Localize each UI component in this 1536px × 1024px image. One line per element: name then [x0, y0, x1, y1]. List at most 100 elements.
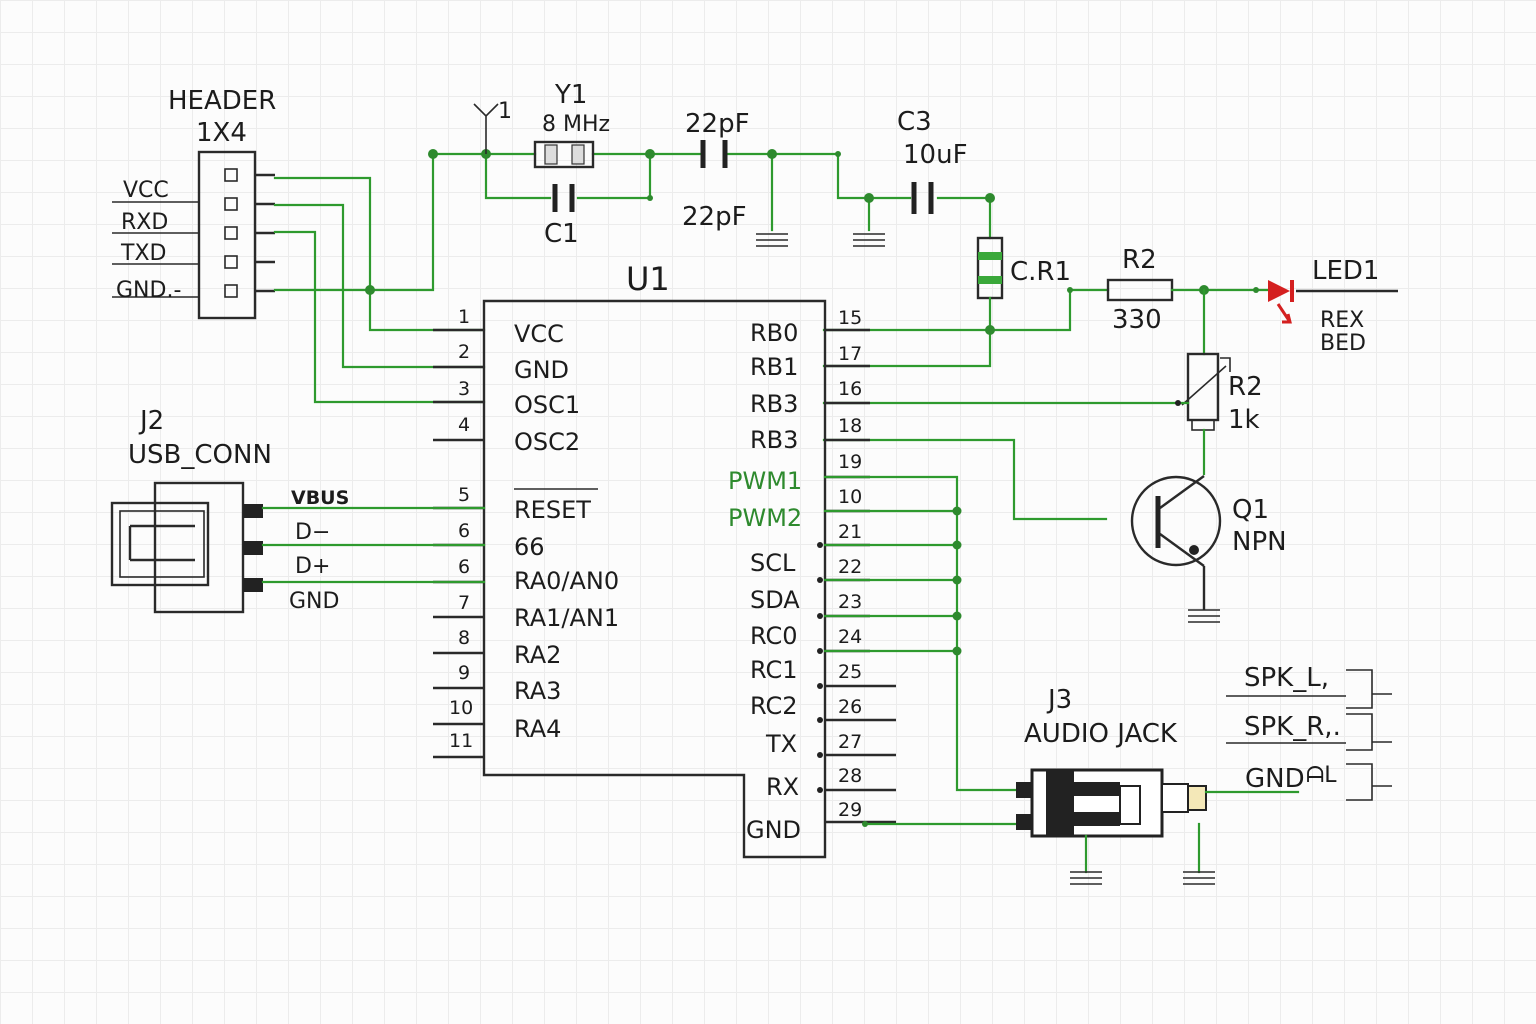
header-wires — [273, 152, 486, 404]
ground-icon — [1183, 871, 1215, 885]
pin-rc1: RC1 — [750, 656, 798, 684]
svg-text:4: 4 — [458, 414, 470, 436]
audio-jack-j3: J3 AUDIO JACK — [1016, 685, 1207, 838]
pin-rx: RX — [766, 773, 799, 801]
svg-text:7: 7 — [458, 592, 470, 614]
header-pin-square — [224, 284, 238, 298]
svg-text:8: 8 — [458, 627, 470, 649]
component-cr1 — [976, 236, 1004, 300]
q1-type: NPN — [1232, 527, 1287, 557]
header-pin-gnd: GND.- — [116, 278, 181, 303]
svg-text:5: 5 — [458, 484, 470, 506]
pin-vcc: VCC — [514, 320, 564, 348]
svg-text:1: 1 — [458, 306, 470, 328]
j2-pin-dplus: D+ — [295, 554, 330, 579]
pin-ra4: RA4 — [514, 715, 561, 743]
svg-text:28: 28 — [838, 765, 862, 787]
pin-osc1: OSC1 — [514, 391, 580, 419]
pin-ra3: RA3 — [514, 677, 561, 705]
led-driver-section: C.R1 R2 330 LED1 REX BED R2 1k — [822, 236, 1398, 623]
r2-ref: R2 — [1122, 245, 1157, 275]
svg-text:25: 25 — [838, 661, 862, 683]
spk-gnd-label: GND — [1245, 764, 1305, 794]
j2-pin-gnd: GND — [289, 589, 339, 614]
pin-reset: RESET — [514, 496, 591, 524]
pin-scl: SCL — [750, 549, 796, 577]
j2-ref: J2 — [138, 406, 164, 436]
svg-text:19: 19 — [838, 451, 862, 473]
header-value: 1X4 — [196, 118, 247, 148]
header-pin-square — [224, 226, 238, 240]
header-pin-square — [224, 168, 238, 182]
usb-connector-j2: J2 USB_CONN VBUS D− D+ GND — [110, 406, 349, 614]
pin-rb3b: RB3 — [750, 426, 798, 454]
led-label-1: REX — [1320, 308, 1364, 333]
svg-text:27: 27 — [838, 731, 862, 753]
pin-ra0: RA0/AN0 — [514, 567, 619, 595]
ground-icon — [853, 233, 885, 247]
oscillator-section: 1 Y1 8 MHz C1 22pF 22pF — [428, 80, 995, 249]
spk-r-label: SPK_R,. — [1244, 712, 1341, 742]
crystal-ref: Y1 — [554, 80, 587, 110]
pin-ra1: RA1/AN1 — [514, 604, 619, 632]
pin-rc0: RC0 — [750, 622, 798, 650]
pin-66: 66 — [514, 533, 545, 561]
header-body — [197, 150, 257, 320]
svg-text:6: 6 — [458, 556, 470, 578]
svg-text:6: 6 — [458, 520, 470, 542]
pin-tx: TX — [765, 730, 797, 758]
header-pin-vcc: VCC — [123, 178, 169, 203]
pin-sda: SDA — [750, 586, 800, 614]
j3-ref: J3 — [1046, 685, 1072, 715]
c3-ref: C3 — [897, 107, 932, 137]
resistor-r2 — [1106, 278, 1174, 302]
header-pin-rxd: RXD — [121, 210, 168, 235]
header-ref: HEADER — [168, 86, 276, 116]
j2-pin-vbus: VBUS — [291, 487, 349, 509]
pin-osc2: OSC2 — [514, 428, 580, 456]
svg-text:3: 3 — [458, 378, 470, 400]
potentiometer-r2 — [1181, 352, 1231, 431]
svg-text:26: 26 — [838, 696, 862, 718]
crystal-marker: 1 — [498, 99, 512, 124]
pin-gnd: GND — [514, 356, 569, 384]
pin-pwm2: PWM2 — [728, 504, 802, 532]
pin-gnd-right: GND — [746, 816, 801, 844]
ground-icon — [1188, 609, 1220, 623]
pin-rb0: RB0 — [750, 319, 798, 347]
u1-chip: U1 — [482, 260, 827, 859]
j2-pin-dminus: D− — [295, 520, 330, 545]
svg-text:10: 10 — [838, 486, 862, 508]
pot-ref: R2 — [1228, 372, 1263, 402]
svg-text:11: 11 — [449, 730, 473, 752]
pin-rb1: RB1 — [750, 353, 798, 381]
svg-text:15: 15 — [838, 307, 862, 329]
svg-text:17: 17 — [838, 343, 862, 365]
capacitor-c2 — [700, 140, 728, 168]
header-pin-square — [224, 197, 238, 211]
pin-rc2: RC2 — [750, 692, 798, 720]
c1-ref: C1 — [544, 219, 579, 249]
bus-wires — [823, 475, 1020, 827]
pot-value: 1k — [1228, 405, 1260, 435]
u1-ref: U1 — [626, 260, 670, 298]
svg-text:18: 18 — [838, 415, 862, 437]
svg-text:22: 22 — [838, 556, 862, 578]
speaker-labels: SPK_L, SPK_R,. GND ᗩL — [1226, 663, 1392, 801]
svg-text:9: 9 — [458, 662, 470, 684]
led-icon — [1268, 280, 1294, 324]
j3-name: AUDIO JACK — [1024, 719, 1178, 749]
c2-value: 22pF — [682, 202, 747, 232]
header-1x4: HEADER 1X4 VCC RXD TXD GND.- — [112, 86, 276, 320]
svg-text:23: 23 — [838, 591, 862, 613]
capacitor-c3 — [911, 182, 934, 214]
c3-value: 10uF — [903, 140, 968, 170]
svg-text:24: 24 — [838, 626, 862, 648]
ground-icon — [756, 233, 788, 247]
spk-gnd-suffix: ᗩL — [1306, 763, 1337, 788]
capacitor-c1 — [552, 184, 575, 212]
crystal-freq: 8 MHz — [542, 112, 610, 137]
led-ref: LED1 — [1312, 256, 1379, 286]
